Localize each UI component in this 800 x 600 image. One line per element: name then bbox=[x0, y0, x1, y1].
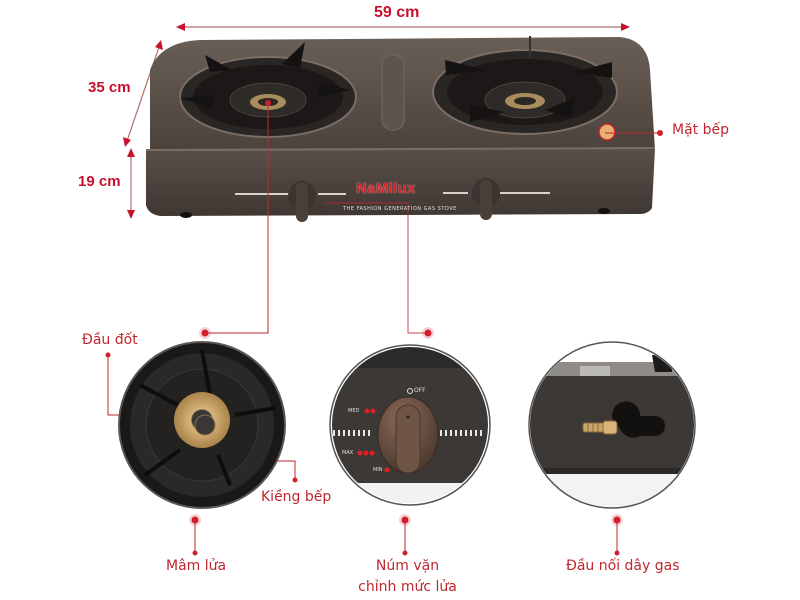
knob-off-label: OFF bbox=[414, 387, 426, 394]
brand-logo: NaMilux bbox=[356, 180, 416, 197]
callout-cooktop: Mặt bếp bbox=[672, 122, 729, 138]
control-knob-detail bbox=[329, 344, 491, 506]
callout-control-knob-line2: chỉnh mức lửa bbox=[358, 579, 457, 595]
dimension-width-arrow bbox=[176, 23, 630, 31]
callout-control-knob: Núm vặn chỉnh mức lửa bbox=[345, 556, 470, 598]
gas-stove bbox=[145, 36, 656, 222]
width-dimension-label: 59 cm bbox=[374, 4, 420, 21]
burner-tray-detail bbox=[118, 341, 286, 509]
height-dimension-label: 19 cm bbox=[78, 173, 121, 190]
callout-gas-inlet: Đầu nối dây gas bbox=[566, 558, 680, 574]
dimension-height-arrow bbox=[127, 148, 135, 219]
callout-control-knob-line1: Núm vặn bbox=[375, 558, 440, 574]
dimension-depth-arrow bbox=[123, 40, 163, 147]
knob-min-label: MIN bbox=[373, 467, 383, 473]
callout-burner-head: Đầu đốt bbox=[82, 332, 138, 348]
knob-max-label: MAX bbox=[342, 450, 354, 456]
leader-lines bbox=[107, 103, 660, 553]
callout-pan-support: Kiềng bếp bbox=[261, 489, 332, 505]
gas-inlet-detail bbox=[528, 341, 696, 509]
left-knob bbox=[288, 181, 316, 222]
knob-med-label: MED bbox=[348, 408, 360, 414]
brand-tagline: THE FASHION GENERATION GAS STOVE bbox=[343, 206, 457, 212]
depth-dimension-label: 35 cm bbox=[88, 79, 131, 96]
callout-burner-tray: Mâm lửa bbox=[166, 558, 227, 574]
right-knob bbox=[472, 178, 500, 220]
